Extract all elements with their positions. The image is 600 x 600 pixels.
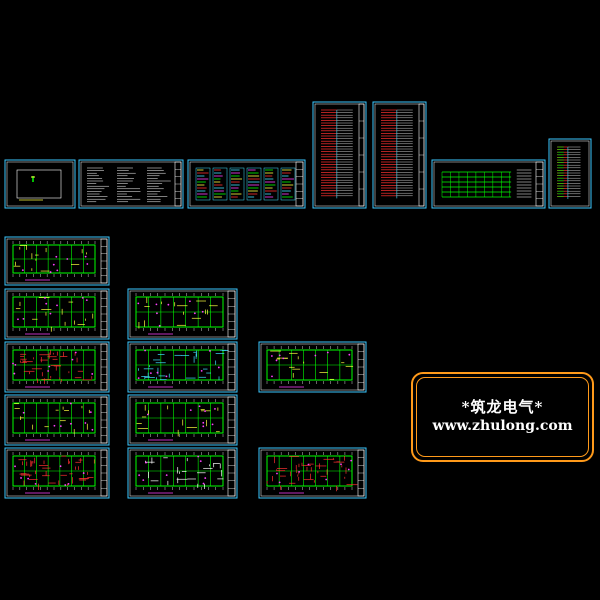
- drawing-sheet-riser-diagram-2: [372, 101, 427, 209]
- drawing-sheet-floor-plan-a4: [4, 394, 110, 446]
- drawing-sheet-floor-plan-c2: [258, 447, 367, 499]
- drawing-sheet-floor-plan-b4: [127, 447, 238, 499]
- drawing-sheet-riser-diagram-3: [548, 138, 592, 209]
- drawing-sheet-floor-plan-b3: [127, 394, 238, 446]
- drawing-sheet-floor-plan-b2: [127, 341, 238, 393]
- watermark-panel: *筑龙电气* www.zhulong.com: [411, 372, 594, 462]
- drawing-sheet-floor-plan-a3: [4, 341, 110, 393]
- watermark-url: www.zhulong.com: [432, 418, 573, 434]
- drawing-sheet-floor-plan-b1: [127, 288, 238, 340]
- watermark-title: *筑龙电气*: [461, 398, 544, 416]
- drawing-sheet-system-diagram-2: [431, 159, 546, 209]
- drawing-sheet-cover: [4, 159, 76, 209]
- drawing-sheet-riser-diagram-1: [312, 101, 367, 209]
- drawing-sheet-floor-plan-a5: [4, 447, 110, 499]
- drawing-sheet-floor-plan-a1: [4, 236, 110, 286]
- drawing-sheet-design-notes: [78, 159, 184, 209]
- drawing-sheet-floor-plan-c1: [258, 341, 367, 393]
- drawing-sheet-system-diagram-1: [187, 159, 306, 209]
- drawing-sheet-floor-plan-a2: [4, 288, 110, 340]
- watermark-inner-border: [416, 377, 589, 457]
